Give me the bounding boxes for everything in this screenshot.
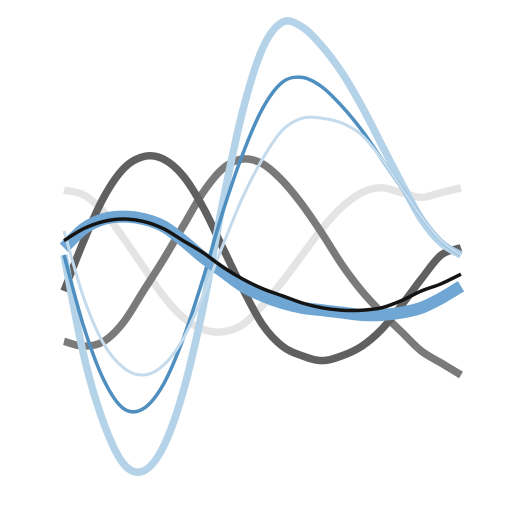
series-layer xyxy=(59,17,465,476)
series-line-8 xyxy=(63,217,462,313)
series-line-4 xyxy=(60,17,463,476)
series-line-2 xyxy=(62,155,463,379)
series-line-6 xyxy=(59,210,465,322)
series-line-7 xyxy=(62,115,462,377)
series-line-1 xyxy=(63,184,462,336)
